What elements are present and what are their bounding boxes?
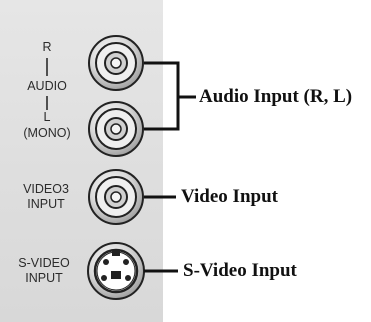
audio-label: AUDIO	[27, 79, 67, 93]
video3-label-line2: INPUT	[27, 197, 65, 211]
r-label: R	[42, 40, 52, 54]
svideo-input-callout: S-Video Input	[183, 260, 297, 281]
l-label: L	[43, 110, 51, 124]
video-input-callout: Video Input	[181, 186, 278, 207]
mono-label: (MONO)	[23, 126, 71, 140]
audio-l-jack	[88, 101, 144, 157]
svideo-label-line1: S-VIDEO	[18, 256, 70, 270]
video3-jack	[88, 169, 144, 225]
audio-bracket	[144, 61, 196, 131]
video3-label-line1: VIDEO3	[23, 182, 69, 196]
audio-r-jack	[88, 35, 144, 91]
svideo-label-line2: INPUT	[25, 271, 63, 285]
s-video-jack	[87, 242, 145, 300]
audio-input-callout: Audio Input (R, L)	[199, 86, 353, 107]
